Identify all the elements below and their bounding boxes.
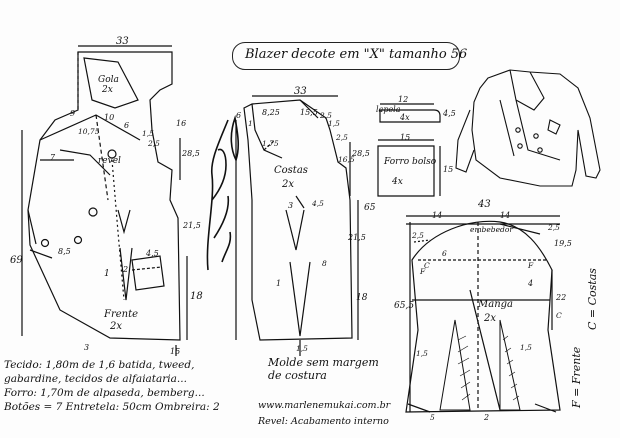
jacket-sketch <box>455 69 601 187</box>
back-name: Costas <box>274 165 308 176</box>
sleeve-s-label: F <box>528 261 534 270</box>
back-k-label: 1,5 <box>296 344 308 353</box>
seam-allowance-note: Molde sem margem de costura <box>268 356 379 382</box>
front-name: Frente <box>104 309 139 320</box>
sleeve-h-label: 1,5 <box>520 343 532 352</box>
note-line: Botões = 7 Entretela: 50cm Ombreira: 2 <box>4 401 220 413</box>
front-f-label: 8,5 <box>58 247 71 256</box>
title-frame <box>232 42 460 70</box>
front-g-label: 4,5 <box>146 249 159 258</box>
sleeve-b-label: 14 <box>500 211 511 220</box>
sleeve-f-label: 2,5 <box>548 223 560 232</box>
front-width-label: 33 <box>116 36 129 47</box>
back-e-label: 16,5 <box>338 155 355 164</box>
back-width-label: 33 <box>294 86 307 97</box>
legend-front: F = Frente <box>570 346 583 408</box>
lapel-name: lapela <box>376 105 401 114</box>
sleeve-g-label: 2,5 <box>412 231 424 240</box>
back-h-label: 21,5 <box>348 233 366 242</box>
back-b2-label: 2,5 <box>320 111 332 120</box>
back-tick: 1 <box>276 279 282 288</box>
front-mid-label: 21,5 <box>183 221 201 230</box>
front-tick: 1 <box>104 269 110 279</box>
back-n-label: 8 <box>322 259 327 268</box>
sleeve-d-label: 22 <box>556 293 567 302</box>
sleeve-m-label: 1,5 <box>416 349 428 358</box>
front-h-label: 2 <box>123 265 129 274</box>
back-top-label: 8,25 <box>262 108 280 117</box>
front-k-label: 6 <box>124 121 130 130</box>
front-m-label: 1,5 <box>142 129 154 138</box>
pocket-qty: 4x <box>392 177 403 187</box>
signature <box>206 114 240 271</box>
lapel-piece <box>379 103 441 123</box>
sleeve-qty: 2x <box>484 313 497 324</box>
back-qty: 2x <box>282 179 295 190</box>
back-b-label: 1,5 <box>328 119 340 128</box>
sleeve-a-label: 14 <box>432 211 443 220</box>
back-piece <box>235 95 359 356</box>
back-c-label: 2,5 <box>336 133 348 142</box>
molde-line: de costura <box>268 369 327 382</box>
sleeve-width-label: 43 <box>478 199 491 210</box>
pocket-name: Forro bolso <box>384 157 437 167</box>
front-height-label: 69 <box>10 255 23 266</box>
front-a-label: 28,5 <box>182 149 200 158</box>
front-l-label: 10 <box>104 113 115 122</box>
pocket-width-label: 15 <box>400 133 411 142</box>
lapel-qty: 4x <box>400 113 410 122</box>
back-d-label: 28,5 <box>352 149 370 158</box>
sleeve-name: Manga <box>478 299 514 310</box>
collar-name: Gola <box>98 75 119 85</box>
back-i-label: 3 <box>288 201 294 210</box>
sleeve-piece <box>405 215 561 413</box>
back-shoulder-label: 15,5 <box>300 108 318 117</box>
sleeve-r2-label: C <box>556 311 562 320</box>
sleeve-e-label: 19,5 <box>554 239 572 248</box>
molde-line: Molde sem margem <box>268 356 379 369</box>
note-line: gabardine, tecidos de alfaiataria... <box>4 373 187 385</box>
revel-note: Revel: Acabamento interno <box>258 416 389 427</box>
front-side-label: 18 <box>190 291 203 302</box>
sleeve-i-label: 4 <box>528 279 534 288</box>
front-d-label: 9 <box>70 109 76 118</box>
pocket-height-label: 15 <box>443 165 454 174</box>
front-qty: 2x <box>110 321 123 332</box>
legend-back: C = Costas <box>586 268 599 330</box>
sleeve-j-label: 2 <box>484 413 490 422</box>
sleeve-r-label: C <box>424 261 430 270</box>
back-l-label: 1,75 <box>262 139 279 148</box>
back-j-label: 1 <box>248 119 253 128</box>
front-e-label: 7 <box>50 153 56 162</box>
front-b-label: 16 <box>176 119 187 128</box>
lapel-width-label: 12 <box>398 95 409 104</box>
back-m-label: 4,5 <box>312 199 324 208</box>
page-title: Blazer decote em "X" tamanho 56 <box>245 47 468 62</box>
sleeve-l-label: 5 <box>430 413 435 422</box>
collar-qty: 2x <box>102 85 113 95</box>
note-line: Forro: 1,70m de alpaseda, bemberg... <box>4 387 205 399</box>
sleeve-c-label: 65,5 <box>394 301 415 311</box>
front-i-label: 15 <box>170 347 181 356</box>
lapel-height-label: 4,5 <box>443 109 456 118</box>
note-line: Tecido: 1,80m de 1,6 batida, tweed, <box>4 359 195 371</box>
website-link[interactable]: www.marlenemukai.com.br <box>258 400 391 411</box>
sleeve-k-label: 6 <box>442 249 447 258</box>
sleeve-hatch <box>457 335 520 401</box>
front-c-label: 10,75 <box>78 127 100 136</box>
front-fold-label: revel <box>98 156 121 166</box>
sleeve-s2-label: F <box>420 267 426 276</box>
back-f-label: 18 <box>356 293 368 303</box>
front-n-label: 2,5 <box>148 139 160 148</box>
front-piece <box>21 45 188 356</box>
front-j-label: 3 <box>84 343 90 352</box>
pocket-lining-piece <box>377 139 441 197</box>
back-g-label: 65 <box>364 203 376 213</box>
fabric-notes: Tecido: 1,80m de 1,6 batida, tweed, gaba… <box>4 358 220 414</box>
collar-piece <box>83 57 139 109</box>
sleeve-top-label: embebedor <box>470 225 513 234</box>
back-a-label: 6 <box>236 111 242 120</box>
